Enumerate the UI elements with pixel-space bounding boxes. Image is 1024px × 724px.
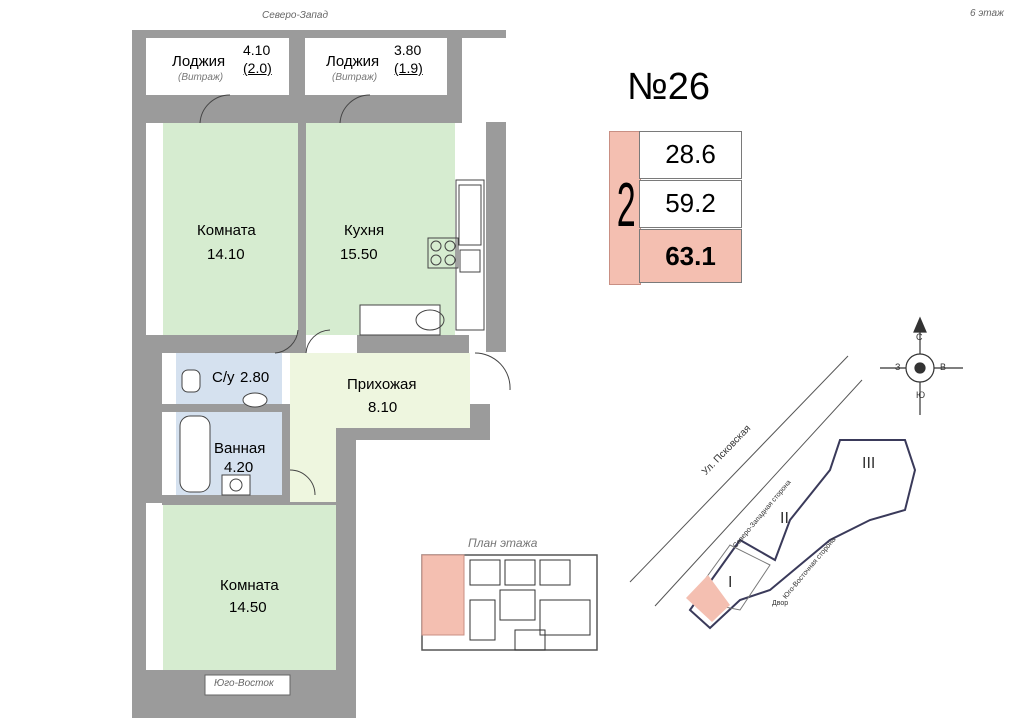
hall-label: Прихожая (347, 376, 417, 393)
total-area: 59.2 (639, 180, 742, 228)
compass-e: В (940, 362, 947, 372)
fixtures (179, 94, 511, 496)
section-3: III (862, 455, 876, 472)
rooms-count: 2 (616, 171, 636, 240)
wc-label: С/у (212, 369, 235, 386)
section-2: II (780, 510, 789, 527)
room-2-label: Комната (220, 577, 279, 594)
orientation-top: Северо-Запад (262, 10, 328, 21)
compass-n: С (916, 332, 923, 342)
loggia-1-area: 4.10 (243, 42, 271, 58)
floor-plan-caption: План этажа (468, 536, 538, 550)
compass-icon (880, 316, 963, 415)
loggia-1-reduced: (2.0) (243, 60, 272, 76)
floor-plan-thumbnail (421, 554, 598, 651)
floor-label: 6 этаж (970, 8, 1004, 19)
loggia-2-note: (Витраж) (332, 72, 378, 83)
kitchen-label: Кухня (344, 222, 385, 239)
bath-label: Ванная (214, 440, 266, 457)
site-plan (629, 355, 917, 630)
loggia-2-label: Лоджия (326, 53, 380, 70)
section-1: I (728, 574, 733, 591)
room-1-label: Комната (197, 222, 256, 239)
kitchen-area: 15.50 (340, 246, 378, 263)
loggia-1-label: Лоджия (172, 53, 226, 70)
compass-s: Ю (916, 390, 926, 400)
loggia-2-area: 3.80 (394, 42, 422, 58)
orientation-bottom: Юго-Восток (214, 678, 274, 689)
full-area: 63.1 (639, 229, 742, 283)
loggia-1-note: (Витраж) (178, 72, 224, 83)
loggia-2-reduced: (1.9) (394, 60, 423, 76)
walls (132, 30, 506, 718)
living-area: 28.6 (639, 131, 742, 179)
hall-area: 8.10 (368, 399, 398, 416)
room-fills (146, 38, 486, 696)
apartment-number: №26 (627, 66, 711, 108)
wc-area: 2.80 (240, 369, 270, 386)
room-1-area: 14.10 (207, 246, 245, 263)
yard-label: Двор (772, 600, 789, 607)
bath-area: 4.20 (224, 459, 254, 476)
rooms-count-box: 2 (609, 131, 641, 285)
compass-w: З (895, 362, 901, 372)
room-2-area: 14.50 (229, 599, 267, 616)
